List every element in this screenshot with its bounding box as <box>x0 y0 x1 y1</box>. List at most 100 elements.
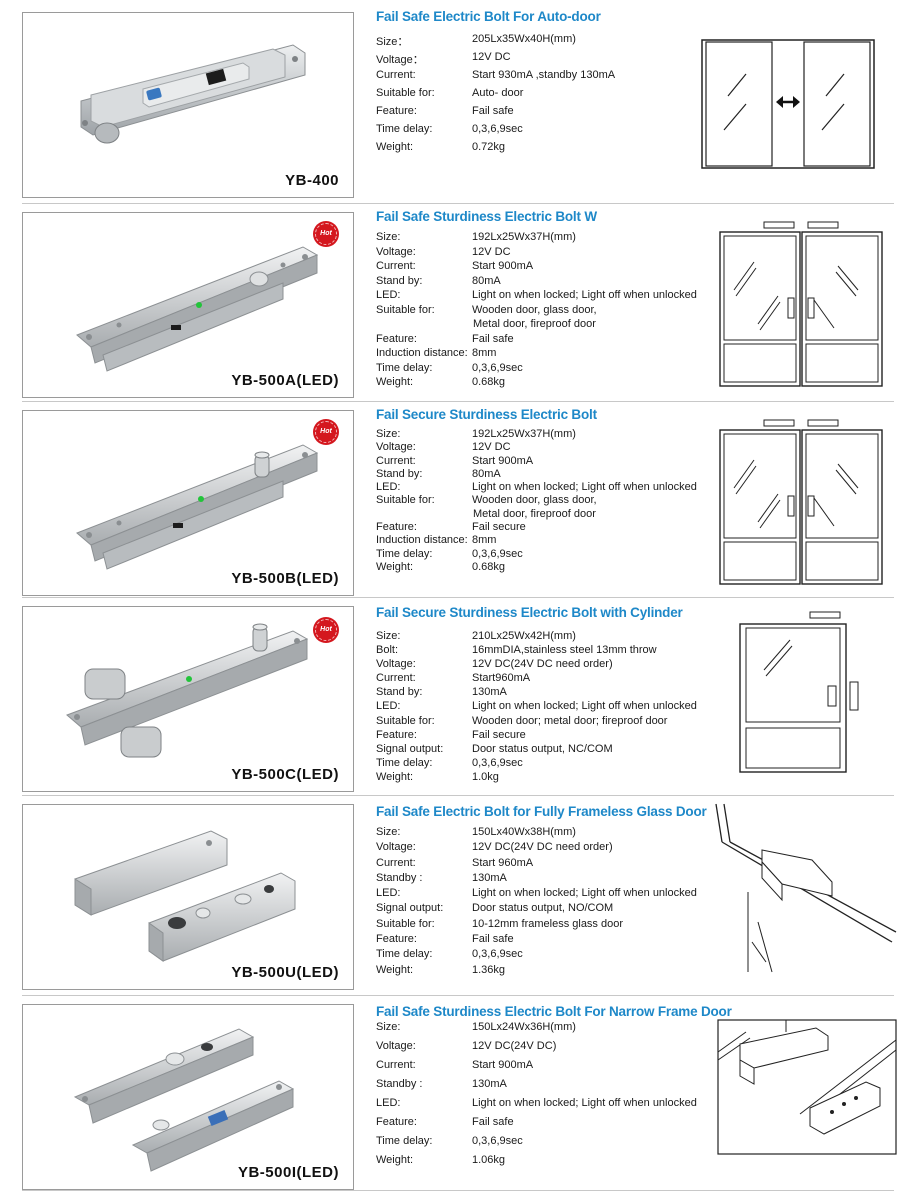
product-yb-400: YB-400 Fail Safe Electric Bolt For Auto-… <box>0 0 912 204</box>
spec-size: Size:210Lx25Wx42H(mm) <box>376 630 576 642</box>
product-photo: YB-400 <box>22 12 354 198</box>
spec-current: Current:Start 900mA <box>376 1059 534 1071</box>
narrow-frame-door-diagram <box>716 1018 898 1156</box>
spec-induction: Induction distance:8mm <box>376 347 497 359</box>
spec-voltage: Voltage:12V DC(24V DC need order) <box>376 658 613 671</box>
spec-led: LED:Light on when locked; Light off when… <box>376 887 697 900</box>
product-title: Fail Safe Electric Bolt For Auto-door <box>376 9 601 24</box>
spec-list: Size:150Lx24Wx36H(mm) Voltage:12V DC(24V… <box>376 1021 721 1173</box>
single-door-diagram <box>738 610 862 774</box>
spec-suitable-cont: Metal door, fireproof door <box>473 318 596 330</box>
model-label: YB-500C(LED) <box>231 766 339 783</box>
spec-weight: Weight:0.72kg <box>376 141 506 153</box>
bolt-photo <box>76 246 319 372</box>
spec-time-delay: Time delay:0,3,6,9sec <box>376 948 523 961</box>
model-label: YB-500U(LED) <box>231 964 339 981</box>
spec-weight: Weight:1.0kg <box>376 770 499 783</box>
product-title: Fail Safe Sturdiness Electric Bolt W <box>376 209 597 224</box>
spec-voltage: Voltage:12V DC(24V DC) <box>376 1040 557 1052</box>
spec-list: Size:192Lx25Wx37H(mm) Voltage:12V DC Cur… <box>376 428 721 574</box>
bolt-photo <box>74 830 296 962</box>
product-photo: YB-500U(LED) <box>22 804 354 990</box>
spec-voltage: Voltage：12V DC <box>376 51 511 66</box>
hot-badge: Hot <box>313 221 339 247</box>
spec-led: LED:Light on when locked; Light off when… <box>376 481 697 494</box>
spec-standby: Stand by:130mA <box>376 686 507 699</box>
product-photo: YB-500I(LED) <box>22 1004 354 1190</box>
double-door-diagram <box>718 418 884 586</box>
spec-signal-output: Signal output:Door status output, NC/COM <box>376 742 613 755</box>
spec-induction: Induction distance:8mm <box>376 534 497 547</box>
spec-suitable: Suitable for:Auto- door <box>376 87 524 99</box>
product-yb-500b: Hot YB-500B(LED) Fail Secure Sturdiness … <box>0 402 912 598</box>
model-label: YB-400 <box>285 172 339 189</box>
product-yb-500u: YB-500U(LED) Fail Safe Electric Bolt for… <box>0 796 912 996</box>
spec-suitable: Suitable for: Wooden door, glass door, <box>376 303 597 316</box>
product-yb-500i: YB-500I(LED) Fail Safe Sturdiness Electr… <box>0 996 912 1203</box>
spec-current: Current:Start 900mA <box>376 454 534 467</box>
spec-size: Size:192Lx25Wx37H(mm) <box>376 231 576 243</box>
bolt-photo <box>66 623 309 758</box>
frameless-door-diagram <box>712 802 898 980</box>
spec-voltage: Voltage:12V DC(24V DC need order) <box>376 841 613 854</box>
led-indicator <box>196 302 202 308</box>
product-yb-500a: Hot YB-500A(LED) Fail Safe Sturdiness El… <box>0 204 912 402</box>
sliding-door-diagram <box>700 38 876 170</box>
spec-time-delay: Time delay:0,3,6,9sec <box>376 547 523 560</box>
spec-bolt: Bolt:16mmDIA,stainless steel 13mm throw <box>376 644 657 657</box>
spec-suitable-cont: Metal door, fireproof door <box>473 507 596 520</box>
bolt-photo <box>80 44 306 144</box>
spec-suitable: Suitable for:10-12mm frameless glass doo… <box>376 917 624 930</box>
spec-weight: Weight:1.36kg <box>376 963 506 976</box>
section-divider <box>22 1190 894 1191</box>
spec-standby: Standby :130mA <box>376 1078 507 1090</box>
product-title: Fail Secure Sturdiness Electric Bolt <box>376 407 597 422</box>
spec-suitable: Suitable for:Wooden door; metal door; fi… <box>376 714 668 727</box>
hot-badge: Hot <box>313 419 339 445</box>
section-divider <box>22 795 894 796</box>
spec-size: Size:150Lx24Wx36H(mm) <box>376 1021 576 1033</box>
spec-time-delay: Time delay:0,3,6,9sec <box>376 123 523 135</box>
model-label: YB-500I(LED) <box>237 1164 339 1181</box>
spec-list: Size：205Lx35Wx40H(mm) Voltage：12V DC Cur… <box>376 33 721 159</box>
section-divider <box>22 401 894 402</box>
spec-weight: Weight:0.68kg <box>376 376 506 388</box>
spec-list: Size:192Lx25Wx37H(mm) Voltage:12V DC Cur… <box>376 231 721 391</box>
spec-time-delay: Time delay:0,3,6,9sec <box>376 756 523 769</box>
spec-time-delay: Time delay:0,3,6,9sec <box>376 1135 523 1147</box>
product-title: Fail Secure Sturdiness Electric Bolt wit… <box>376 605 683 620</box>
spec-current: Current:Start 930mA ,standby 130mA <box>376 69 616 81</box>
spec-list: Size:210Lx25Wx42H(mm) Bolt:16mmDIA,stain… <box>376 630 721 785</box>
spec-led: LED:Light on when locked; Light off when… <box>376 1097 697 1109</box>
spec-feature: Feature:Fail safe <box>376 933 514 946</box>
led-indicator <box>198 496 204 502</box>
spec-signal-output: Signal output:Door status output, NO/COM <box>376 902 614 915</box>
spec-voltage: Voltage:12V DC <box>376 441 511 454</box>
product-photo: Hot YB-500B(LED) <box>22 410 354 596</box>
spec-current: Current:Start960mA <box>376 672 531 685</box>
section-divider <box>22 995 894 996</box>
product-photo: Hot YB-500C(LED) <box>22 606 354 792</box>
model-label: YB-500B(LED) <box>231 570 339 587</box>
spec-feature: Feature:Fail safe <box>376 332 514 345</box>
spec-size: Size：205Lx35Wx40H(mm) <box>376 33 576 48</box>
section-divider <box>22 203 894 204</box>
spec-weight: Weight:0.68kg <box>376 560 506 573</box>
spec-voltage: Voltage:12V DC <box>376 245 511 258</box>
product-title: Fail Safe Sturdiness Electric Bolt For N… <box>376 1004 732 1019</box>
spec-standby: Stand by:80mA <box>376 467 501 480</box>
spec-weight: Weight:1.06kg <box>376 1154 506 1166</box>
spec-standby: Standby :130mA <box>376 871 507 884</box>
model-label: YB-500A(LED) <box>231 372 339 389</box>
spec-led: LED:Light on when locked; Light off when… <box>376 289 697 301</box>
spec-feature: Feature:Fail secure <box>376 728 526 741</box>
bolt-photo <box>73 1028 295 1172</box>
product-photo: Hot YB-500A(LED) <box>22 212 354 398</box>
spec-feature: Feature:Fail safe <box>376 1116 514 1128</box>
spec-current: Current:Start 900mA <box>376 260 534 272</box>
spec-suitable: Suitable for:Wooden door, glass door, <box>376 494 597 507</box>
hot-badge: Hot <box>313 617 339 643</box>
spec-time-delay: Time delay:0,3,6,9sec <box>376 361 523 374</box>
spec-led: LED:Light on when locked; Light off when… <box>376 700 697 713</box>
double-arrow-icon <box>776 96 800 108</box>
